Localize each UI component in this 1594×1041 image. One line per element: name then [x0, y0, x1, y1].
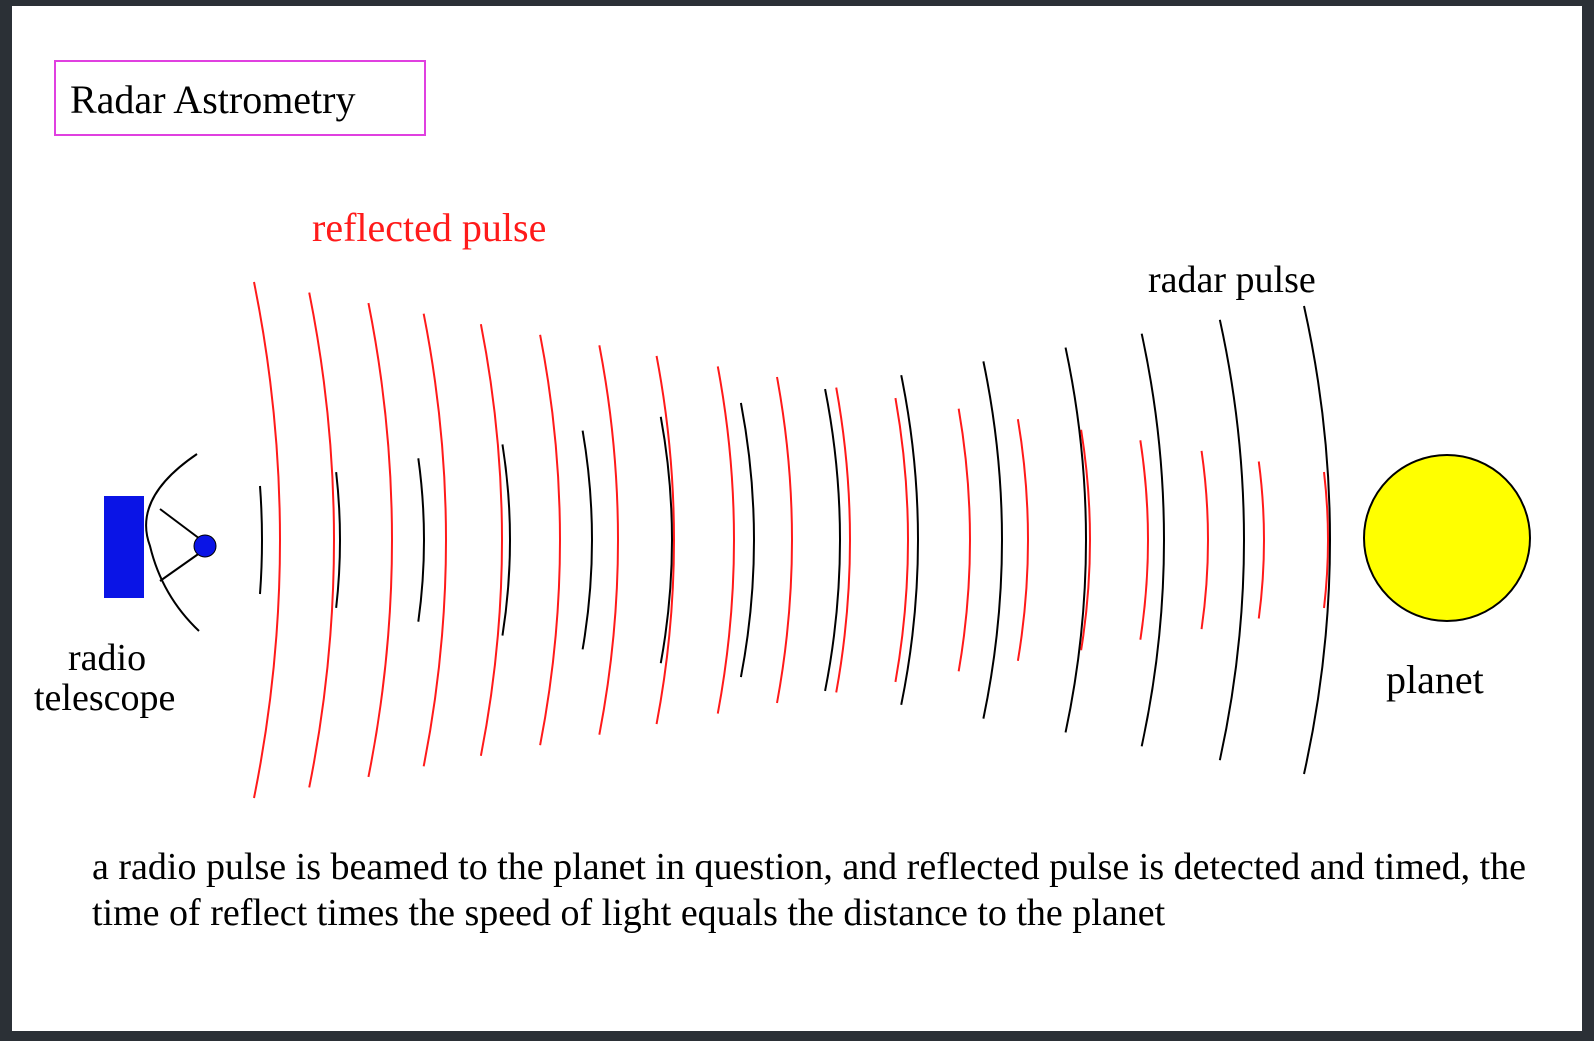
reflected-pulse-arc: [1139, 440, 1149, 640]
radar-pulse-waves: [259, 305, 1331, 775]
reflected-pulse-arc: [1200, 450, 1209, 630]
planet-label: planet: [1386, 657, 1484, 702]
planet-icon: [1363, 454, 1531, 622]
reflected-pulse-arc: [716, 366, 735, 714]
reflected-pulse-arc: [479, 324, 503, 756]
reflected-pulse-arc: [598, 345, 619, 735]
radar-diagram: [104, 281, 1531, 799]
diagram-canvas: Radar Astrometry reflected pulse radar p…: [12, 6, 1582, 1031]
reflected-pulse-arc: [1257, 461, 1265, 619]
radio-telescope-label-line2: telescope: [34, 677, 176, 719]
radar-pulse-arc: [259, 485, 263, 595]
diagram-title: Radar Astrometry: [70, 77, 356, 122]
title-box: Radar Astrometry: [54, 60, 426, 136]
reflected-pulse-waves: [253, 281, 1329, 799]
telescope-base: [104, 496, 144, 598]
diagram-caption: a radio pulse is beamed to the planet in…: [92, 846, 1527, 934]
radar-pulse-label: radar pulse: [1148, 259, 1316, 301]
radar-pulse-arc: [1218, 319, 1245, 761]
radio-telescope-icon: [104, 453, 217, 632]
radar-pulse-arc: [1064, 347, 1087, 733]
radar-pulse-arc: [739, 402, 755, 678]
telescope-strut-top: [159, 508, 205, 543]
radar-pulse-arc: [900, 375, 919, 705]
radio-telescope-label-line1: radio: [68, 637, 147, 679]
reflected-pulse-arc: [957, 408, 971, 672]
reflected-pulse-arc: [308, 292, 335, 788]
telescope-dish: [145, 453, 200, 632]
reflected-pulse-arc: [1016, 419, 1029, 661]
reflected-pulse-arc: [1323, 471, 1329, 609]
reflected-pulse-arc: [253, 281, 281, 799]
reflected-pulse-arc: [367, 302, 393, 778]
radar-pulse-arc: [1303, 305, 1331, 775]
radar-pulse-arc: [335, 472, 341, 608]
radar-pulse-arc: [824, 388, 841, 692]
telescope-strut-bottom: [159, 549, 205, 582]
radar-pulse-arc: [659, 416, 673, 664]
radar-pulse-arc: [501, 444, 511, 636]
radar-pulse-arc: [1140, 333, 1165, 747]
reflected-pulse-arc: [835, 387, 851, 693]
radar-pulse-arc: [982, 361, 1004, 719]
telescope-feed: [193, 534, 217, 558]
radar-pulse-arc: [581, 430, 593, 650]
radar-pulse-arc: [417, 458, 425, 622]
reflected-pulse-arc: [539, 334, 561, 746]
reflected-pulse-arc: [1080, 429, 1091, 651]
reflected-pulse-arc: [894, 397, 909, 683]
reflected-pulse-label: reflected pulse: [312, 205, 547, 250]
reflected-pulse-arc: [422, 313, 447, 767]
reflected-pulse-arc: [776, 376, 793, 704]
reflected-pulse-arc: [655, 355, 675, 725]
